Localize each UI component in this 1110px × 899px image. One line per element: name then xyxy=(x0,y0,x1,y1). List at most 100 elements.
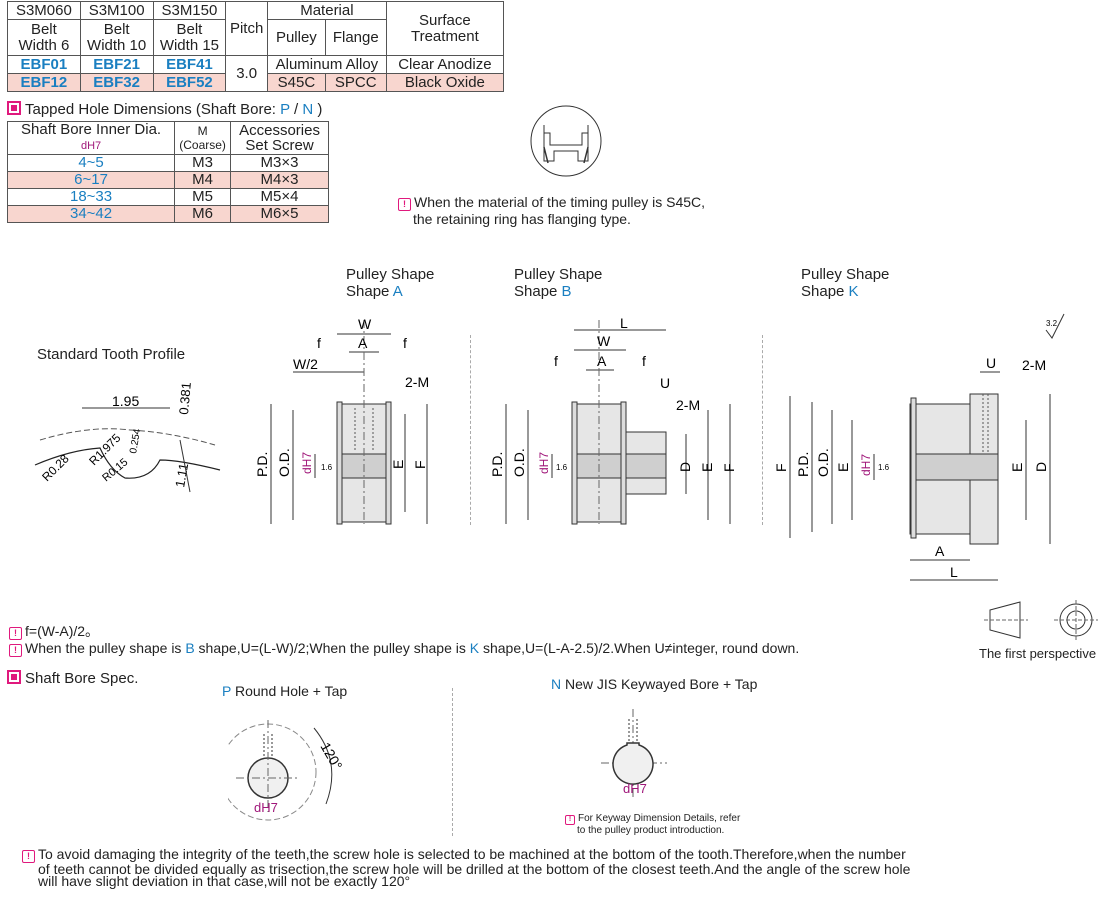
dim-w: W xyxy=(597,333,611,349)
tooth-dim-0381: 0.381 xyxy=(176,382,194,416)
bore-p-letter: P xyxy=(222,683,232,699)
tapped-header-dia: Shaft Bore Inner Dia.dH7 xyxy=(6,121,176,155)
dim-pd: P.D. xyxy=(255,452,270,477)
keyway-note: !For Keyway Dimension Details, refer to … xyxy=(565,813,740,836)
keyway-note-line2: to the pulley product introduction. xyxy=(577,825,725,836)
treatment-clear-anodize: Clear Anodize xyxy=(385,55,505,74)
tooth-dim-111: 1.11 xyxy=(172,462,191,489)
material-spcc: SPCC xyxy=(324,73,387,92)
dim-f-height: F xyxy=(721,463,737,472)
part-ebf52[interactable]: EBF52 xyxy=(152,73,227,92)
header-surface-treatment: Surface Treatment xyxy=(385,1,505,56)
treatment-black-oxide: Black Oxide xyxy=(385,73,505,92)
round-bore-drawing: 120° dH7 xyxy=(228,720,346,821)
tooth-dim-195: 1.95 xyxy=(112,393,139,409)
dim-f: f xyxy=(403,335,407,351)
dim-2m: 2-M xyxy=(405,374,429,390)
dim-d-outer: D xyxy=(1033,462,1049,472)
header-belt-width-15: Belt Width 15 xyxy=(152,19,227,56)
dim-w2: W/2 xyxy=(293,356,318,372)
section-marker-icon xyxy=(7,670,21,684)
section-marker-icon xyxy=(7,101,21,115)
flange-note-line2: the retaining ring has flanging type. xyxy=(413,211,631,227)
header-pulley: Pulley xyxy=(267,19,326,56)
tapped-screw: M3×3 xyxy=(230,154,329,172)
tooth-profile-title: Standard Tooth Profile xyxy=(37,346,186,363)
dim-a: A xyxy=(597,353,607,369)
dim-f: f xyxy=(317,335,321,351)
separator-line xyxy=(452,688,453,836)
note-u-part2: shape,U=(L-W)/2;When the pulley shape is xyxy=(194,640,470,656)
dim-2m: 2-M xyxy=(676,397,700,413)
dim-roughness: 1.6 xyxy=(321,463,333,472)
tapped-header-screw-sub: Set Screw xyxy=(245,137,314,154)
dim-u: U xyxy=(986,355,996,371)
shape-a-line1: Pulley Shape xyxy=(346,266,435,283)
dim-od: O.D. xyxy=(511,448,527,477)
flange-note-line1: When the material of the timing pulley i… xyxy=(414,194,706,210)
dim-l: L xyxy=(620,315,628,331)
shaft-bore-title: Shaft Bore Spec. xyxy=(7,670,138,687)
bottom-note-line2: of teeth cannot be divided equally as tr… xyxy=(38,861,911,877)
part-ebf32[interactable]: EBF32 xyxy=(79,73,154,92)
dim-f: f xyxy=(642,353,646,369)
dim-e: E xyxy=(699,463,715,472)
warning-icon: ! xyxy=(565,815,575,825)
tapped-header-acc: Accessories xyxy=(239,122,320,139)
note-u-part3: shape,U=(L-A-2.5)/2.When U≠integer, roun… xyxy=(479,640,800,656)
tooth-dim-0254: 0.254 xyxy=(128,428,143,455)
header-s3m060: S3M060 xyxy=(7,1,81,20)
tapped-dia: 34~42 xyxy=(6,205,176,223)
tapped-dia: 4~5 xyxy=(6,154,176,172)
header-s3m100: S3M100 xyxy=(79,1,154,20)
header-belt-width-6: Belt Width 6 xyxy=(7,19,81,56)
shaft-bore-title-text: Shaft Bore Spec. xyxy=(25,670,139,687)
shape-a-drawing: W A f f W/2 2-M P.D. O.D. dH7 1.6 E F xyxy=(255,316,429,525)
shape-k-letter: K xyxy=(848,283,859,300)
part-ebf12[interactable]: EBF12 xyxy=(7,73,81,92)
tapped-title-post: ) xyxy=(313,101,323,118)
roughness-symbol: 3.2 xyxy=(1046,319,1058,328)
tooth-profile-drawing: 1.95 0.381 R1.975 R0.28 R0.15 0.254 1.11 xyxy=(34,382,221,493)
bore-n-title: N New JIS Keywayed Bore + Tap xyxy=(551,676,757,692)
separator-line xyxy=(762,335,763,525)
dim-2m: 2-M xyxy=(1022,357,1046,373)
bottom-note-line3: will have slight deviation in that case,… xyxy=(38,873,411,889)
bore-p-title: P Round Hole + Tap xyxy=(222,683,347,699)
header-flange: Flange xyxy=(324,19,387,56)
shape-b-line2: Shape xyxy=(514,283,562,300)
keyway-note-line1: For Keyway Dimension Details, refer xyxy=(578,813,741,824)
tapped-dia: 6~17 xyxy=(6,171,176,189)
shape-a-line2: Shape xyxy=(346,283,393,300)
part-ebf21[interactable]: EBF21 xyxy=(79,55,154,74)
bore-n-d: dH7 xyxy=(623,781,647,796)
material-s45c: S45C xyxy=(267,73,326,92)
part-ebf01[interactable]: EBF01 xyxy=(7,55,81,74)
bore-p-d: dH7 xyxy=(254,800,278,815)
flange-detail-drawing xyxy=(530,105,602,177)
material-aluminum: Aluminum Alloy xyxy=(267,55,387,74)
dim-e: E xyxy=(1009,463,1025,472)
dim-roughness: 1.6 xyxy=(556,463,568,472)
tapped-header-dia-sub: dH7 xyxy=(80,140,102,152)
dim-d: dH7 xyxy=(537,452,551,474)
flange-note: !When the material of the timing pulley … xyxy=(398,194,705,227)
perspective-label: The first perspective xyxy=(979,646,1097,661)
tapped-hole-table: Shaft Bore Inner Dia.dH7 M(Coarse) Acces… xyxy=(6,121,329,223)
bore-p-text: Round Hole + Tap xyxy=(231,683,348,699)
formula-notes: !f=(W-A)/2。 !When the pulley shape is B … xyxy=(9,623,799,657)
dim-w: W xyxy=(358,316,372,332)
header-pitch: Pitch xyxy=(225,1,269,56)
tapped-m: M4 xyxy=(174,171,232,189)
tapped-m: M5 xyxy=(174,188,232,206)
dim-f: f xyxy=(554,353,558,369)
shape-a-letter: A xyxy=(392,283,403,300)
tapped-m: M6 xyxy=(174,205,232,223)
part-ebf41[interactable]: EBF41 xyxy=(152,55,227,74)
shape-b-drawing: L W A f f U 2-M P.D. O.D. dH7 1.6 D E F xyxy=(490,315,737,525)
bore-n-letter: N xyxy=(551,676,562,692)
keyway-bore-drawing: dH7 xyxy=(601,709,667,797)
shape-b-line1: Pulley Shape xyxy=(514,266,603,283)
